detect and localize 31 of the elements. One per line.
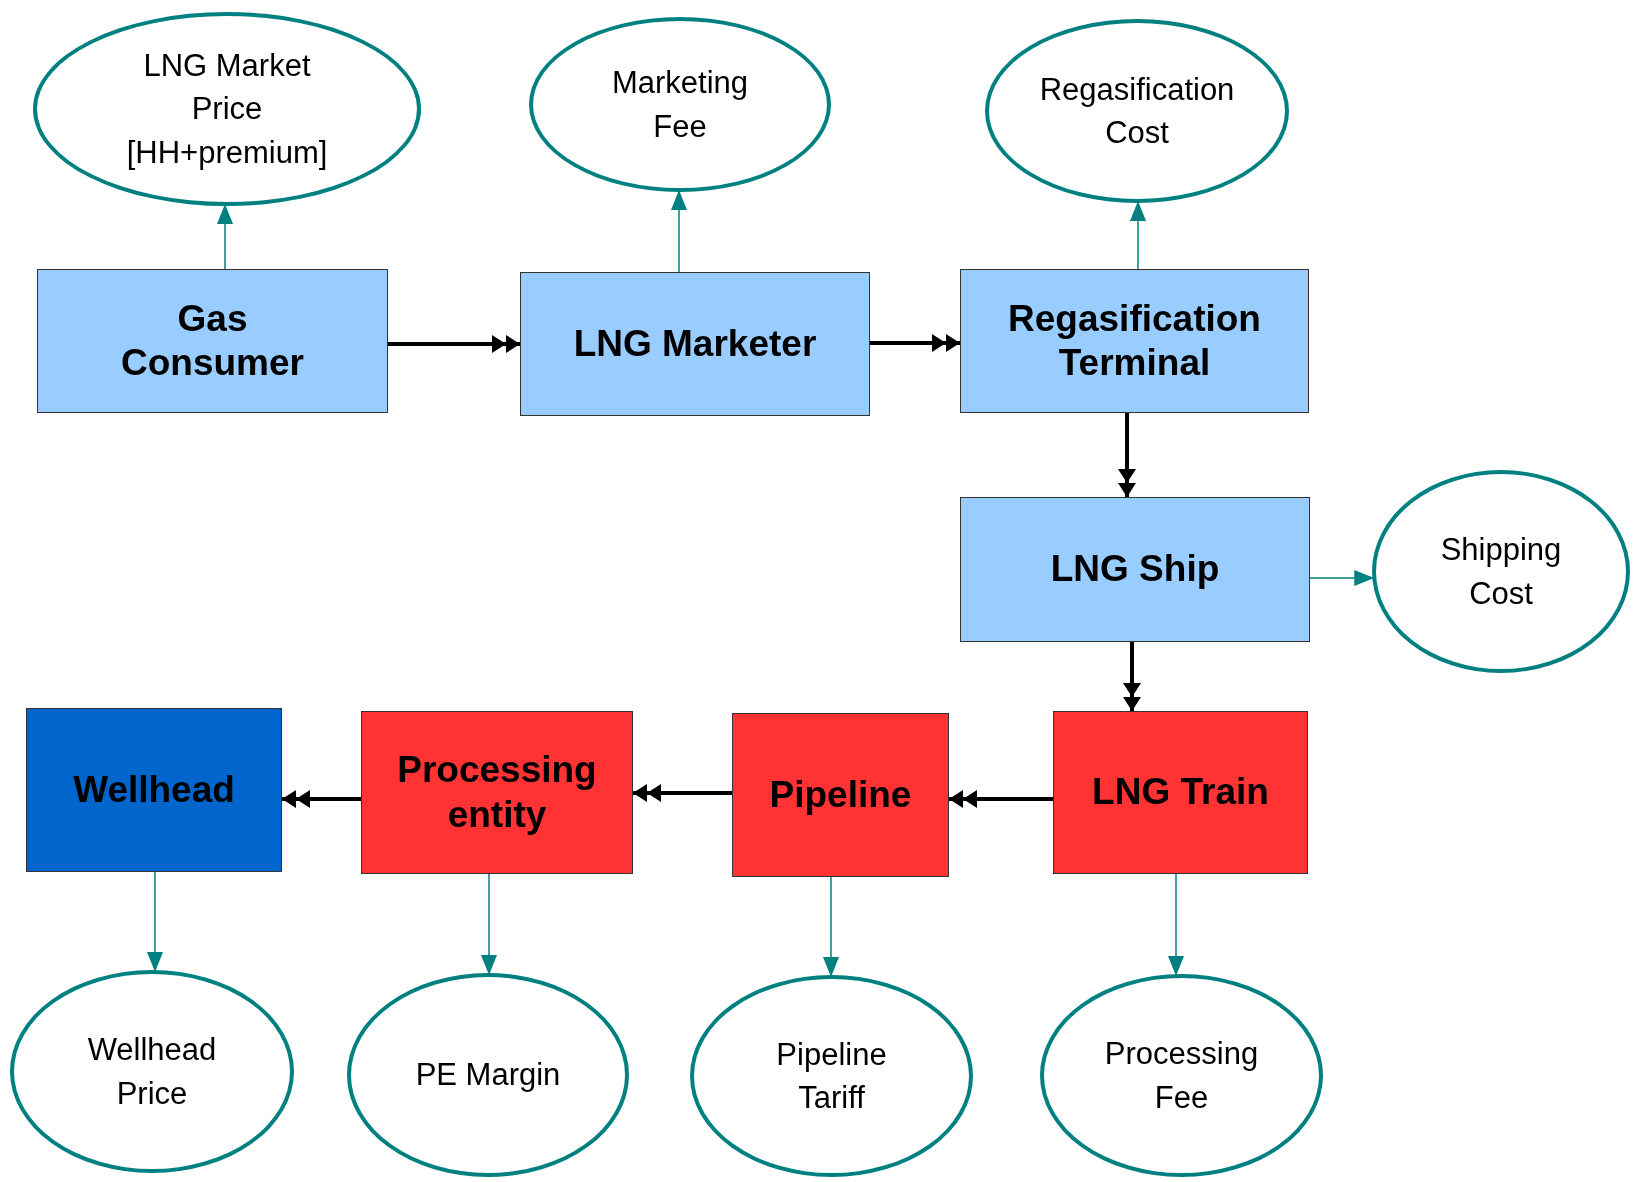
node-label: Wellhead Price [86,1031,218,1113]
arrow [1130,200,1146,270]
process-box [520,272,870,416]
process-box [1053,711,1308,874]
node-label: Pipeline Tariff [775,1035,888,1117]
arrow [217,203,233,270]
node-label: Pipeline [769,772,912,817]
node-label: Marketing Fee [610,64,750,146]
process-box [732,713,949,877]
arrow [147,871,163,973]
node-label: PE Margin [414,1056,562,1095]
node-label: Regasification Terminal [1007,296,1262,385]
node-label: Processing Fee [1103,1035,1260,1117]
arrow [823,876,839,978]
node-label: Processing entity [396,748,598,837]
process-box [37,269,388,413]
node-label: LNG Marketer [573,321,817,366]
process-box [960,269,1309,413]
process-box [26,708,282,872]
process-box [960,497,1310,642]
arrow [481,873,497,976]
arrow [1168,873,1184,977]
node-label: Shipping Cost [1439,531,1563,613]
arrow [671,189,687,273]
node-label: LNG Train [1092,770,1269,815]
node-label: Wellhead [73,767,235,812]
process-box [361,711,633,874]
node-label: LNG Ship [1050,547,1220,592]
node-label: Regasification Cost [1038,70,1236,152]
node-label: Gas Consumer [120,296,305,385]
node-label: LNG Market Price [HH+premium] [125,46,329,172]
